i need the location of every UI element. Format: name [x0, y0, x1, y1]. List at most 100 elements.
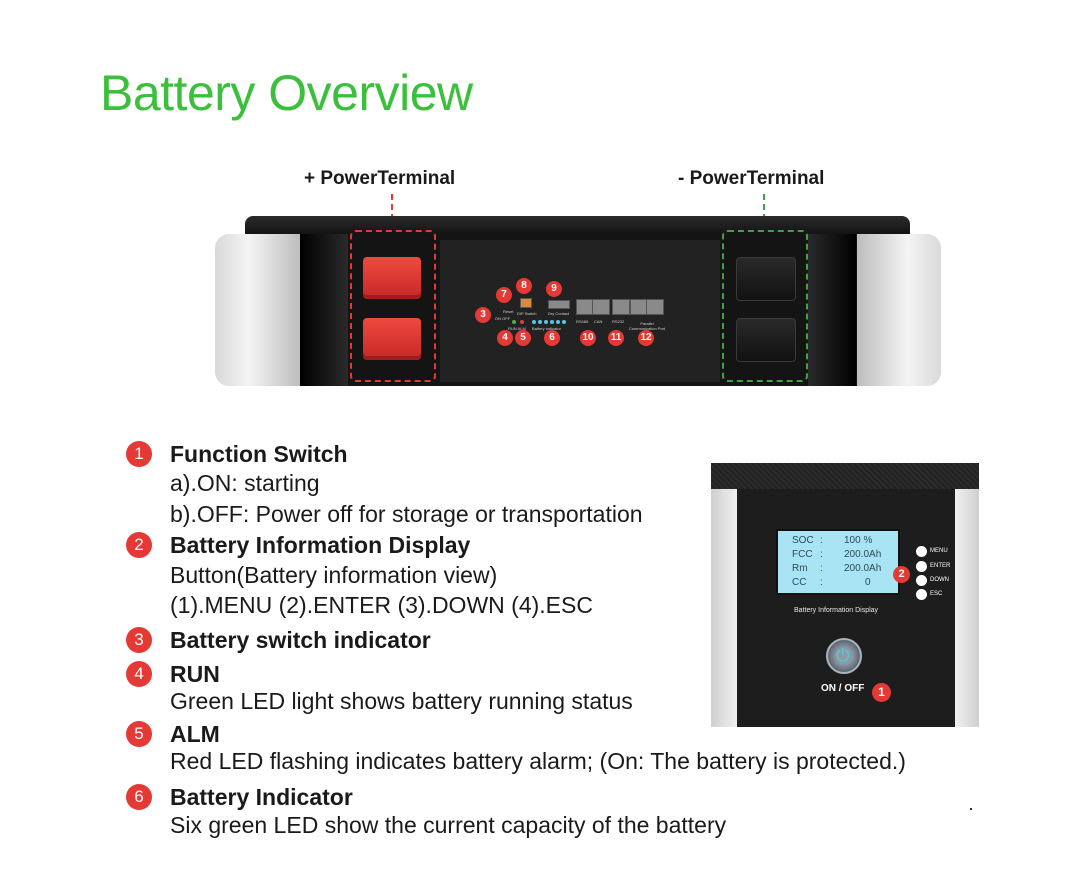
negative-terminal-lower — [736, 318, 796, 362]
lcd-sep: : — [820, 577, 823, 588]
lcd-value: 200.0Ah — [844, 549, 882, 560]
lcd-key: FCC — [792, 549, 813, 560]
rs485-label: RS485 — [576, 319, 589, 324]
item-number: 6 — [126, 784, 152, 810]
capacity-led — [532, 320, 536, 324]
rs232-port[interactable] — [612, 299, 630, 315]
item-title: Function Switch — [170, 441, 348, 467]
page-title: Battery Overview — [100, 65, 473, 121]
negative-leader-line — [763, 194, 765, 230]
battery-indicator-label: Battery indicator — [532, 326, 561, 331]
battery-right-cap — [857, 234, 941, 386]
lcd-value: 200.0Ah — [844, 563, 882, 574]
dry-label: Dry Contact — [548, 311, 570, 316]
menu-button[interactable] — [916, 546, 927, 557]
marker-6: 6 — [544, 330, 560, 346]
reset-label: Reset — [503, 309, 514, 314]
capacity-led — [544, 320, 548, 324]
lcd-screen: SOC : 100 % FCC : 200.0Ah Rm : 200.0Ah C… — [776, 529, 900, 595]
down-button[interactable] — [916, 575, 927, 586]
on-off-label: ON OFF — [495, 316, 511, 321]
enter-button[interactable] — [916, 561, 927, 572]
negative-terminal-upper — [736, 257, 796, 301]
capacity-led — [550, 320, 554, 324]
esc-button-label: ESC — [930, 591, 943, 597]
marker-3: 3 — [475, 307, 491, 323]
marker-11: 11 — [608, 330, 624, 346]
alm-led — [520, 320, 524, 324]
lcd-value: 100 % — [844, 535, 873, 546]
can-port[interactable] — [592, 299, 610, 315]
lcd-value: 0 — [865, 577, 871, 588]
item-line: Red LED flashing indicates battery alarm… — [170, 748, 906, 774]
capacity-led — [562, 320, 566, 324]
positive-leader-line — [391, 194, 393, 230]
item-title: Battery Information Display — [170, 532, 471, 558]
dry-contact-port[interactable] — [548, 300, 570, 309]
parallel-port-2[interactable] — [646, 299, 664, 315]
item-title: RUN — [170, 661, 220, 687]
can-label: CAN — [594, 319, 603, 324]
lcd-key: CC — [792, 577, 807, 588]
capacity-led — [556, 320, 560, 324]
inset-panel — [711, 463, 979, 727]
positive-terminal-label: + PowerTerminal — [304, 168, 456, 189]
down-button-label: DOWN — [930, 577, 949, 583]
marker-9: 9 — [546, 281, 562, 297]
dip-label: DIP Switch — [517, 311, 537, 316]
item-line: Button(Battery information view) — [170, 562, 498, 588]
marker-8: 8 — [516, 278, 532, 294]
capacity-led — [538, 320, 542, 324]
item-number: 4 — [126, 661, 152, 687]
power-button[interactable]: ⏻ — [826, 638, 862, 674]
battery-top — [245, 216, 910, 236]
run-alm-label: RUN ALM — [508, 326, 526, 331]
marker-12: 12 — [638, 330, 654, 346]
item-number: 1 — [126, 441, 152, 467]
esc-button[interactable] — [916, 589, 927, 600]
positive-terminal-lower — [363, 318, 421, 360]
lcd-sep: : — [820, 549, 823, 560]
inset-right-rail — [955, 489, 979, 727]
lcd-sep: : — [820, 535, 823, 546]
lcd-sep: : — [820, 563, 823, 574]
negative-terminal-highlight — [722, 230, 808, 382]
item-title: ALM — [170, 721, 220, 747]
dip-switch[interactable] — [520, 298, 532, 308]
negative-terminal-label: - PowerTerminal — [678, 168, 825, 189]
marker-7: 7 — [496, 287, 512, 303]
inset-top-texture — [711, 463, 979, 489]
item-title: Battery switch indicator — [170, 627, 431, 653]
on-off-label: ON / OFF — [821, 683, 865, 694]
rs232-label: RS232 — [612, 319, 625, 324]
item-number: 2 — [126, 532, 152, 558]
item-number: 3 — [126, 627, 152, 653]
marker-switch: 1 — [872, 683, 891, 702]
marker-display: 2 — [893, 566, 910, 583]
item-line: (1).MENU (2).ENTER (3).DOWN (4).ESC — [170, 592, 593, 618]
marker-5: 5 — [515, 330, 531, 346]
battery-left-handle — [300, 234, 348, 386]
battery-left-cap — [215, 234, 300, 386]
power-icon: ⏻ — [836, 646, 850, 665]
item-title: Battery Indicator — [170, 784, 353, 810]
lcd-key: SOC — [792, 535, 814, 546]
display-caption: Battery Information Display — [794, 607, 879, 614]
enter-button-label: ENTER — [930, 563, 951, 569]
item-line: Six green LED show the current capacity … — [170, 812, 727, 838]
positive-terminal-upper — [363, 257, 421, 299]
item-number: 5 — [126, 721, 152, 747]
marker-10: 10 — [580, 330, 596, 346]
positive-terminal-highlight — [350, 230, 436, 382]
inset-left-rail — [711, 489, 737, 727]
parallel-label: Parallel Communication Port — [628, 321, 666, 331]
item-line: b).OFF: Power off for storage or transpo… — [170, 501, 643, 527]
run-led — [512, 320, 516, 324]
lcd-key: Rm — [792, 563, 808, 574]
battery-right-handle — [808, 234, 856, 386]
stray-dot — [970, 808, 972, 810]
item-line: a).ON: starting — [170, 470, 320, 496]
menu-button-label: MENU — [930, 548, 948, 554]
marker-4: 4 — [497, 330, 513, 346]
item-line: Green LED light shows battery running st… — [170, 688, 633, 714]
